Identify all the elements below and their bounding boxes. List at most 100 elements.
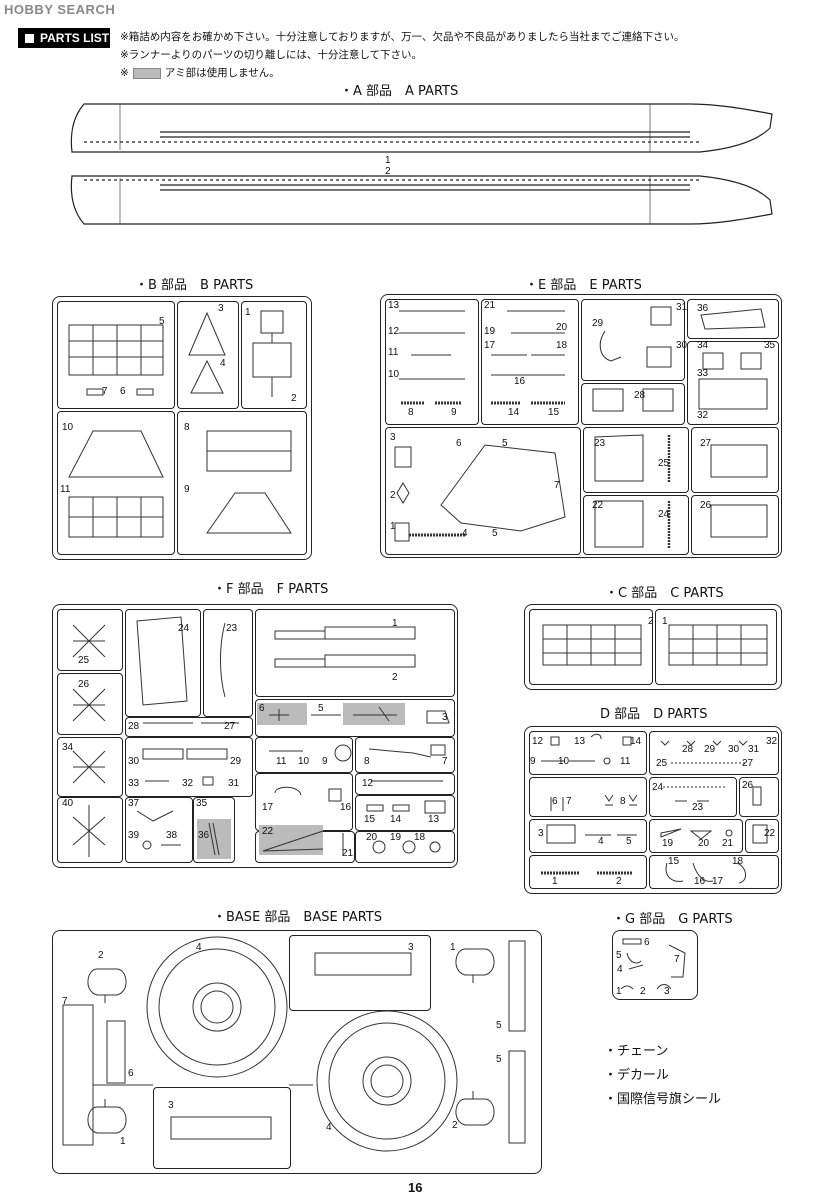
label-d5: 5 xyxy=(626,836,632,847)
label-e23: 23 xyxy=(594,438,606,449)
g-parts-drawing xyxy=(620,938,686,990)
label-f2: 2 xyxy=(392,672,398,683)
label-e11: 11 xyxy=(388,347,399,358)
label-f29: 29 xyxy=(230,756,242,767)
label-b1: 1 xyxy=(245,307,251,318)
label-base7: 7 xyxy=(62,996,68,1007)
e-cell-9 xyxy=(583,495,689,555)
label-g2: 2 xyxy=(640,986,646,997)
section-e-title: ・E 部品 E PARTS xyxy=(525,278,642,293)
label-b8: 8 xyxy=(184,422,190,433)
label-e24: 24 xyxy=(658,509,670,520)
f-cell-16 xyxy=(125,797,193,863)
extra-chain: ・チェーン xyxy=(604,1044,669,1059)
label-e14: 14 xyxy=(508,407,520,418)
f-cell-4 xyxy=(203,609,253,717)
label-base1b: 1 xyxy=(450,942,456,953)
f-cell-6 xyxy=(125,717,253,737)
parts-list-label: PARTS LIST xyxy=(40,31,110,45)
d-cell-1 xyxy=(529,731,647,775)
label-d27: 27 xyxy=(742,758,754,769)
d-cell-2 xyxy=(649,731,779,775)
label-base2b: 2 xyxy=(452,1120,458,1131)
label-e36: 36 xyxy=(697,303,709,314)
label-e31: 31 xyxy=(676,302,688,313)
label-e4: 4 xyxy=(462,528,468,539)
label-d14: 14 xyxy=(630,736,642,747)
c-parts-drawing xyxy=(542,624,768,666)
label-f13: 13 xyxy=(428,814,440,825)
label-f25: 25 xyxy=(78,655,90,666)
runner-e xyxy=(380,294,782,558)
label-d3: 3 xyxy=(538,828,544,839)
label-e20: 20 xyxy=(556,322,568,333)
label-b3: 3 xyxy=(218,303,224,314)
label-base5b: 5 xyxy=(496,1054,502,1065)
label-f35: 35 xyxy=(196,798,208,809)
label-d22: 22 xyxy=(764,828,776,839)
label-f34: 34 xyxy=(62,742,74,753)
label-e29: 29 xyxy=(592,318,604,329)
note-2: ※ランナーよりのパーツの切り離しには、十分注意して下さい。 xyxy=(120,49,423,61)
f-cell-1 xyxy=(57,609,123,671)
label-e33: 33 xyxy=(697,368,709,379)
label-e19: 19 xyxy=(484,326,496,337)
label-base2: 2 xyxy=(98,950,104,961)
f-cell-9 xyxy=(125,737,253,797)
label-f40: 40 xyxy=(62,798,74,809)
label-d19: 19 xyxy=(662,838,674,849)
label-e35: 35 xyxy=(764,340,776,351)
label-b7: 7 xyxy=(102,386,108,397)
label-f19: 19 xyxy=(390,832,402,843)
label-f30: 30 xyxy=(128,756,140,767)
label-e8: 8 xyxy=(408,407,414,418)
hull-part-2 xyxy=(70,175,773,225)
section-b-title: ・B 部品 B PARTS xyxy=(135,278,254,293)
label-e18: 18 xyxy=(556,340,568,351)
label-base3b: 3 xyxy=(168,1100,174,1111)
label-f14: 14 xyxy=(390,814,402,825)
label-f39: 39 xyxy=(128,830,140,841)
label-e12: 12 xyxy=(388,326,400,337)
f-cell-5 xyxy=(255,609,455,697)
label-d29: 29 xyxy=(704,744,716,755)
label-f32: 32 xyxy=(182,778,194,789)
label-f23: 23 xyxy=(226,623,238,634)
label-e30: 30 xyxy=(676,340,688,351)
label-e7: 7 xyxy=(554,480,560,491)
label-f27: 27 xyxy=(224,721,236,732)
label-d18: 18 xyxy=(732,856,744,867)
label-d1: 1 xyxy=(552,876,558,887)
b-cell-5 xyxy=(177,411,307,555)
label-f7: 7 xyxy=(442,756,448,767)
f-cell-10 xyxy=(255,737,353,773)
label-d6: 6 xyxy=(552,796,558,807)
note-3: ※アミ部は使用しません。 xyxy=(120,66,280,80)
label-f26: 26 xyxy=(78,679,90,690)
d-cell-3 xyxy=(529,777,647,817)
label-c2: 2 xyxy=(648,616,654,627)
label-e10: 10 xyxy=(388,369,400,380)
c-cell-2 xyxy=(655,609,777,685)
label-e17: 17 xyxy=(484,340,496,351)
label-e6: 6 xyxy=(456,438,462,449)
label-base5: 5 xyxy=(496,1020,502,1031)
label-d26: 26 xyxy=(742,780,754,791)
label-e15: 15 xyxy=(548,407,560,418)
label-d31: 31 xyxy=(748,744,760,755)
label-g6: 6 xyxy=(644,937,650,948)
section-d-title: D 部品 D PARTS xyxy=(600,707,708,722)
label-f16: 16 xyxy=(340,802,352,813)
label-e22: 22 xyxy=(592,500,604,511)
e-cell-10 xyxy=(691,427,779,493)
runner-d xyxy=(524,726,782,894)
label-base3: 3 xyxy=(408,942,414,953)
label-e1: 1 xyxy=(390,521,396,532)
label-e5b: 5 xyxy=(492,528,498,539)
label-f20: 20 xyxy=(366,832,378,843)
label-f15: 15 xyxy=(364,814,376,825)
extra-decal: ・デカール xyxy=(604,1068,670,1083)
label-base1: 1 xyxy=(120,1136,126,1147)
label-d28: 28 xyxy=(682,744,694,755)
label-f24: 24 xyxy=(178,623,190,634)
